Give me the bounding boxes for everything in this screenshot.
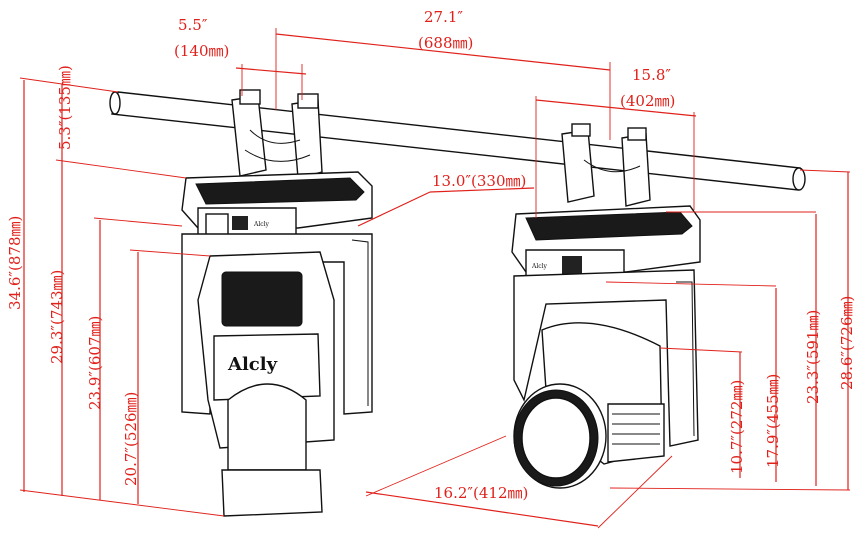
dim-side-total: 28.6″(726㎜) — [838, 296, 856, 390]
dim-total-width-inch: 27.1″ — [424, 8, 463, 26]
dim-clamp-spacing-inch: 5.5″ — [178, 16, 208, 34]
dim-base-width: 15.8″ (402㎜) — [535, 66, 697, 218]
front-brand-label: Alcly — [227, 354, 278, 375]
dim-base-depth-text: 13.0″(330㎜) — [432, 172, 526, 190]
dim-head-swing: 16.2″(412㎜) — [365, 435, 673, 529]
dim-clamp-height: 5.3″(135㎜) — [56, 65, 74, 150]
front-small-logo: Alcly — [253, 221, 270, 228]
dim-height-base-top: 29.3″(743㎜) — [48, 270, 66, 364]
dim-base-width-inch: 15.8″ — [632, 66, 671, 84]
side-small-logo: Alcly — [531, 263, 548, 270]
dim-base-width-mm: (402㎜) — [620, 92, 675, 110]
front-view-fixture: Alcly Alcly — [181, 89, 373, 517]
dim-height-yoke-bar: 20.7″(526㎜) — [122, 392, 140, 486]
dim-yoke-height: 23.3″(591㎜) — [804, 310, 822, 404]
side-clamps — [561, 123, 651, 207]
dim-head-height: 17.9″(455㎜) — [764, 374, 782, 468]
dim-right-verticals: 10.7″(272㎜) 17.9″(455㎜) 23.3″(591㎜) 28.6… — [605, 169, 856, 491]
dim-clamp-spacing: 5.5″ (140㎜) — [174, 16, 307, 100]
side-yoke — [513, 269, 699, 447]
front-yoke — [181, 233, 373, 415]
side-view-fixture: Alcly — [511, 123, 701, 489]
dim-head-swing-text: 16.2″(412㎜) — [434, 484, 528, 502]
dim-total-height: 34.6″(878㎜) — [6, 216, 24, 310]
front-head: Alcly — [197, 251, 335, 517]
dim-base-depth: 13.0″(330㎜) — [357, 172, 535, 227]
dim-height-yoke-top: 23.9″(607㎜) — [86, 316, 104, 410]
front-base: Alcly — [181, 171, 373, 243]
front-clamps — [231, 89, 323, 179]
dim-total-width: 27.1″ (688㎜) — [275, 8, 611, 140]
dim-left-verticals: 5.3″(135㎜) 34.6″(878㎜) 29.3″(743㎜) 23.9″… — [6, 65, 225, 517]
dim-head-lens: 10.7″(272㎜) — [728, 380, 746, 474]
dim-clamp-spacing-mm: (140㎜) — [174, 42, 229, 60]
side-head — [513, 322, 665, 489]
dim-total-width-mm: (688㎜) — [418, 34, 473, 52]
